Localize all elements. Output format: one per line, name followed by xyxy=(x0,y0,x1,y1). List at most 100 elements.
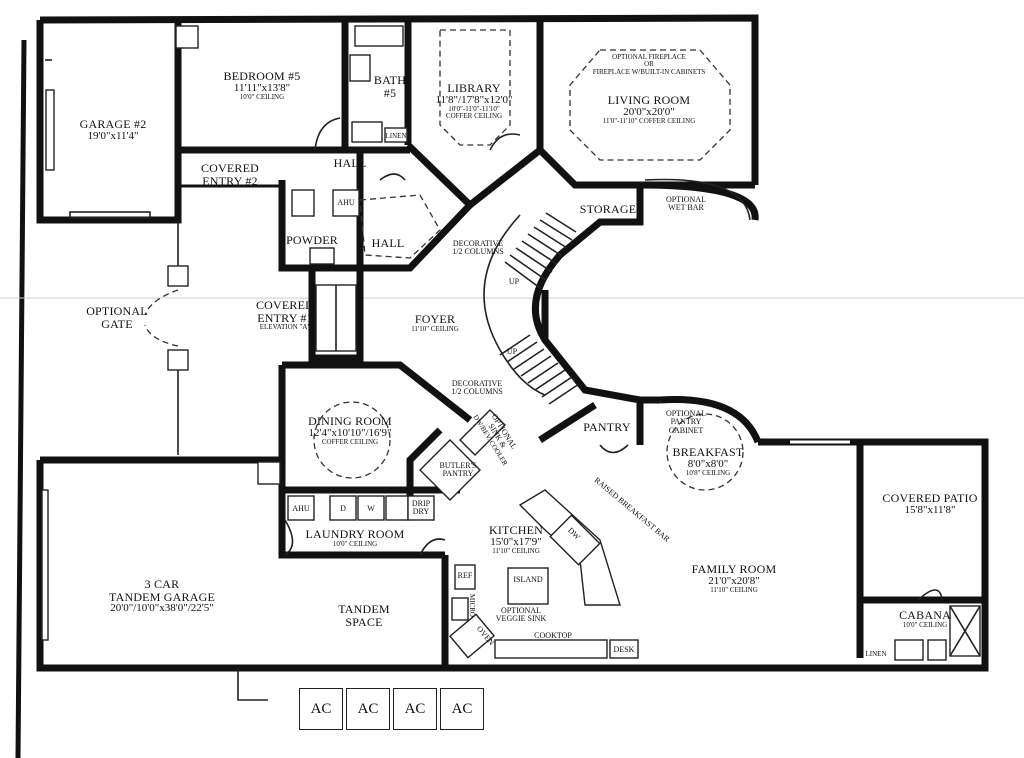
pantry-cabinet-note: OPTIONAL PANTRY CABINET xyxy=(666,409,706,435)
columns-upper-line1: DECORATIVE xyxy=(452,239,504,248)
optional-gate-line2: GATE xyxy=(101,316,133,331)
bedroom5-name: BEDROOM #5 xyxy=(223,69,301,83)
covered-entry2-line2: ENTRY #2 xyxy=(202,173,258,188)
living-bay-wall xyxy=(639,181,759,221)
butlers-pantry-note: BUTLER'S PANTRY xyxy=(439,461,477,479)
island-tag: ISLAND xyxy=(513,575,543,584)
hall-upper-label: HALL xyxy=(334,157,367,170)
bedroom5-dims: 11'11"x13'8" xyxy=(233,81,291,94)
fireplace-note: OPTIONAL FIREPLACE OR FIREPLACE w/BUILT-… xyxy=(593,53,706,76)
laundry-ceiling: 10'0" CEILING xyxy=(332,539,378,548)
kitchen-name: KITCHEN xyxy=(488,523,544,537)
linen-bath-tag: LINEN xyxy=(385,132,407,140)
lower-stair xyxy=(499,334,580,405)
library-ceiling-type: COFFER CEILING xyxy=(445,112,503,121)
bathtub xyxy=(354,25,404,47)
vanity xyxy=(351,121,383,143)
fireplace-note-line1: OPTIONAL FIREPLACE xyxy=(612,53,686,61)
dining-ceiling: COFFER CEILING xyxy=(321,438,379,447)
laundry-label: LAUNDRY ROOM 10'0" CEILING xyxy=(306,528,405,548)
butlers-pantry-counter xyxy=(419,439,481,501)
columns-lower-note: DECORATIVE 1/2 COLUMNS xyxy=(451,379,503,397)
living-label: LIVING ROOM 20'0"x20'0" 11'0"-11'10" COF… xyxy=(603,94,696,125)
desk-tag: DESK xyxy=(613,645,635,654)
water-heater xyxy=(175,25,199,49)
library-label: LIBRARY 11'8"/17'8"x12'0" 10'0"-11'0"-11… xyxy=(435,82,512,121)
family-dims: 21'0"x20'8" xyxy=(708,574,760,587)
wet-bar-line2: WET BAR xyxy=(668,203,704,213)
covered-entry1-line2: ENTRY #1 xyxy=(257,310,313,325)
cabana-label: CABANA 10'0" CEILING xyxy=(899,609,951,629)
water-heater-2 xyxy=(257,461,281,485)
bath5-label: BATH #5 xyxy=(374,74,406,99)
living-name: LIVING ROOM xyxy=(607,93,691,107)
foyer-name: FOYER xyxy=(414,312,456,326)
garage2-door xyxy=(45,89,55,171)
desk xyxy=(609,639,639,659)
covered-patio-dims: 15'8"x11'8" xyxy=(904,503,956,516)
ahu-lower-tag: AHU xyxy=(292,504,310,513)
covered-patio-name: COVERED PATIO xyxy=(882,491,978,505)
washer xyxy=(357,495,385,521)
garage3-line1: 3 CAR xyxy=(144,577,180,591)
breakfast-label: BREAKFAST 8'0"x8'0" 10'8" CEILING xyxy=(673,446,744,477)
library-dims: 11'8"/17'8"x12'0" xyxy=(435,93,513,106)
garage3-line2: TANDEM GARAGE xyxy=(109,589,215,604)
dryer-tag: D xyxy=(340,504,346,513)
ahu-lower-box xyxy=(287,495,315,521)
laundry-sink xyxy=(385,495,409,521)
covered-entry1-elevation: ELEVATION "A" xyxy=(259,323,311,332)
bedroom5-label: BEDROOM #5 11'11"x13'8" 10'0" CEILING xyxy=(223,70,300,101)
washer-tag: W xyxy=(367,504,375,513)
living-ceiling: 11'0"-11'10" COFFER CEILING xyxy=(602,117,696,126)
ac-unit: AC xyxy=(440,688,484,730)
powder-sink xyxy=(309,247,335,265)
family-name: FAMILY ROOM xyxy=(691,562,777,576)
living-dims: 20'0"x20'0" xyxy=(623,105,675,118)
dining-label: DINING ROOM 12'4"x10'10"/16'9" COFFER CE… xyxy=(308,415,392,446)
up-lower-tag: UP xyxy=(506,347,518,356)
drip-dry-note: DRIP DRY xyxy=(412,499,430,517)
covered-patio-label: COVERED PATIO 15'8"x11'8" xyxy=(882,492,977,516)
pantry-cabinet-line3: CABINET xyxy=(668,425,704,435)
covered-entry1-line1: COVERED xyxy=(255,298,315,312)
tandem-space-line1: TANDEM xyxy=(338,602,390,616)
kitchen-label: KITCHEN 15'0"x17'9" 11'10" CEILING xyxy=(489,524,543,555)
drip-dry-line2: DRY xyxy=(412,507,430,517)
butlers-pantry-line1: BUTLER'S xyxy=(439,461,477,470)
island xyxy=(507,567,549,605)
breakfast-dims: 8'0"x8'0" xyxy=(687,457,729,470)
hall-lower-label: HALL xyxy=(372,237,405,250)
foyer-label: FOYER 11'10" CEILING xyxy=(411,313,459,333)
library-ceiling-heights: 10'0"-11'0"-11'10" xyxy=(448,105,500,114)
bath5-number: #5 xyxy=(383,85,397,100)
library-coffer xyxy=(439,29,511,146)
columns-upper-note: DECORATIVE 1/2 COLUMNS xyxy=(452,239,504,257)
breakfast-dome xyxy=(666,413,744,491)
columns-lower-line2: 1/2 COLUMNS xyxy=(451,387,503,397)
bath5-name: BATH xyxy=(373,73,407,87)
cabana-name: CABANA xyxy=(899,608,951,622)
cooktop-counter xyxy=(494,639,608,659)
pantry-name: PANTRY xyxy=(583,420,631,434)
optional-sink-counter xyxy=(459,409,506,456)
ac-unit: AC xyxy=(393,688,437,730)
tandem-space-line2: SPACE xyxy=(345,614,383,629)
family-room-windows xyxy=(665,440,850,664)
powder-label: POWDER xyxy=(286,234,338,247)
ref-tag: REF xyxy=(457,571,473,580)
breakfast-bay-wall xyxy=(659,396,762,444)
cabana-sink xyxy=(894,639,924,661)
refrigerator xyxy=(454,564,476,590)
breakfast-ceiling: 10'8" CEILING xyxy=(685,469,731,478)
ahu-upper-box xyxy=(332,189,360,217)
wet-bar-note: OPTIONAL WET BAR xyxy=(666,195,706,213)
exterior-walls xyxy=(36,14,989,672)
optional-gate-line1: OPTIONAL xyxy=(86,304,148,318)
tandem-space-label: TANDEM SPACE xyxy=(338,603,390,628)
dining-name: DINING ROOM xyxy=(308,414,392,428)
ac-unit: AC xyxy=(299,688,343,730)
up-upper-tag: UP xyxy=(508,277,520,286)
microwave xyxy=(451,597,469,621)
